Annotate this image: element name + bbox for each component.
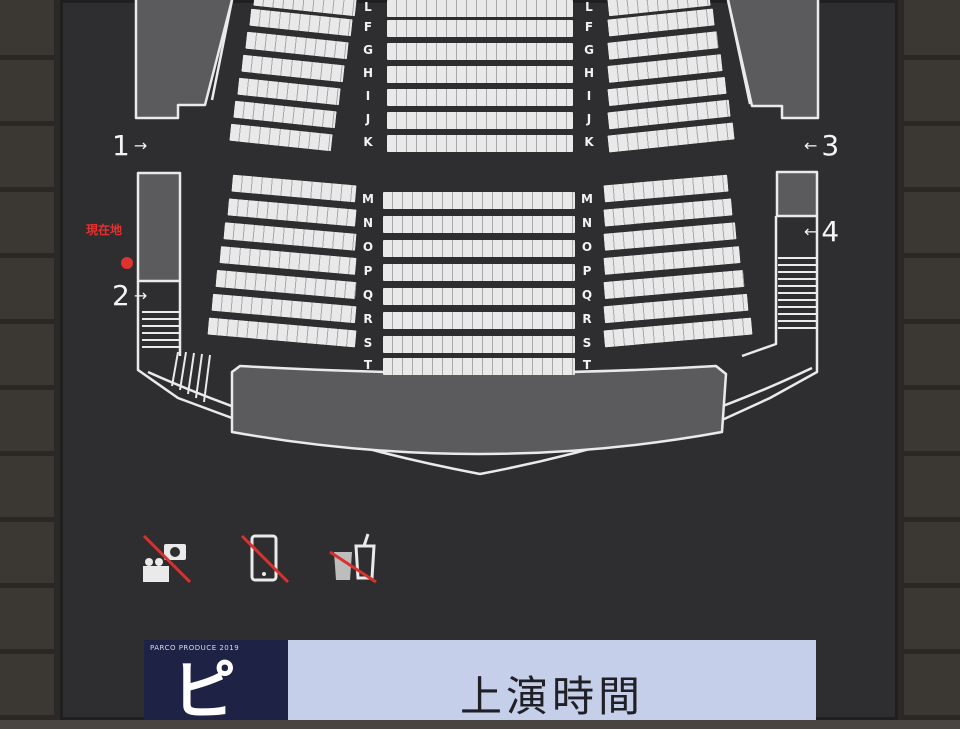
seat-row-center-lower	[383, 192, 575, 209]
right-inner-wall	[741, 216, 778, 358]
no-photo-video-icon	[142, 534, 192, 584]
arrow-right-icon: →	[133, 286, 148, 305]
row-letter-h: H	[362, 66, 374, 80]
row-letter-g: G	[363, 43, 373, 57]
row-letter-g-right: G	[584, 43, 594, 57]
door-3-label: ← 3	[804, 132, 839, 160]
row-letter-f-right: F	[584, 20, 594, 34]
seat-row-center-lower	[383, 288, 575, 305]
row-letter-r: R	[363, 312, 373, 326]
row-letter-s-right: S	[582, 336, 592, 350]
upper-right-wall	[726, 0, 752, 105]
seat-row-center-lower	[383, 264, 575, 281]
row-letter-f: F	[363, 20, 373, 34]
arrow-right-icon: →	[133, 136, 148, 155]
current-location-dot	[121, 257, 133, 269]
no-food-drink-icon	[329, 533, 377, 584]
brick-wall-right	[898, 0, 960, 720]
row-letter-n-right: N	[581, 216, 593, 230]
seat-row-center-upper	[387, 20, 573, 37]
door-2-label: 2 →	[112, 282, 147, 310]
row-letter-p-right: P	[582, 264, 592, 278]
seat-row-center-lower	[383, 240, 575, 257]
arrow-left-icon: ←	[804, 222, 818, 241]
row-letter-l: L	[364, 0, 372, 14]
seat-row-center-upper	[387, 43, 573, 60]
seat-row-center-upper	[387, 112, 573, 129]
upper-right-box	[726, 0, 820, 120]
row-letter-k: K	[363, 135, 373, 149]
seat-row-center-lower	[383, 312, 575, 329]
row-letter-q: Q	[362, 288, 374, 302]
right-side-wall	[721, 216, 819, 422]
running-time-title: 上演時間	[459, 672, 644, 721]
production-logo-glyph: ピ	[172, 655, 236, 729]
row-letter-q-right: Q	[581, 288, 593, 302]
row-letter-j: J	[365, 112, 371, 126]
row-letter-j-right: J	[586, 112, 592, 126]
seat-row-center-lower	[383, 336, 575, 353]
current-location-label: 現在地	[86, 223, 123, 237]
right-box	[775, 170, 819, 218]
door-3-number: 3	[821, 129, 840, 162]
row-letter-s: S	[363, 336, 373, 350]
no-phone-icon	[240, 534, 290, 584]
row-letter-n: N	[362, 216, 374, 230]
row-letter-i: I	[365, 89, 371, 103]
row-letter-r-right: R	[582, 312, 592, 326]
door-1-number: 1	[112, 129, 130, 162]
production-logo-panel: PARCO PRODUCE 2019 ピ	[144, 640, 288, 724]
seat-row-center-lower	[383, 216, 575, 233]
door-1-label: 1 →	[112, 132, 147, 160]
row-letter-m-right: M	[581, 192, 593, 206]
door-2-number: 2	[112, 279, 130, 312]
row-letter-h-right: H	[583, 66, 595, 80]
brick-wall-left	[0, 0, 60, 720]
row-letter-o-right: O	[581, 240, 593, 254]
row-letter-l-right: L	[585, 0, 593, 14]
running-time-panel: 上演時間	[288, 640, 816, 721]
seat-row-center-upper	[387, 135, 573, 152]
stage	[230, 364, 728, 456]
left-side-wall	[136, 281, 233, 420]
seat-row-center-upper	[387, 89, 573, 106]
row-letter-p: P	[363, 264, 373, 278]
row-letter-k-right: K	[584, 135, 594, 149]
row-letter-i-right: I	[586, 89, 592, 103]
row-letter-o: O	[362, 240, 374, 254]
door-4-number: 4	[821, 215, 840, 248]
left-box	[136, 171, 182, 283]
row-letter-t-right: T	[582, 358, 592, 372]
door-4-label: ← 4	[804, 218, 839, 246]
arrow-left-icon: ←	[804, 136, 818, 155]
production-credit: PARCO PRODUCE 2019	[150, 644, 240, 652]
seat-row-center-upper	[387, 66, 573, 83]
upper-left-box	[134, 0, 234, 120]
row-letter-m: M	[362, 192, 374, 206]
row-letter-t: T	[363, 358, 373, 372]
seat-row-center-upper	[387, 0, 573, 17]
seat-row-center-lower	[383, 358, 575, 375]
upper-left-wall	[210, 0, 234, 101]
